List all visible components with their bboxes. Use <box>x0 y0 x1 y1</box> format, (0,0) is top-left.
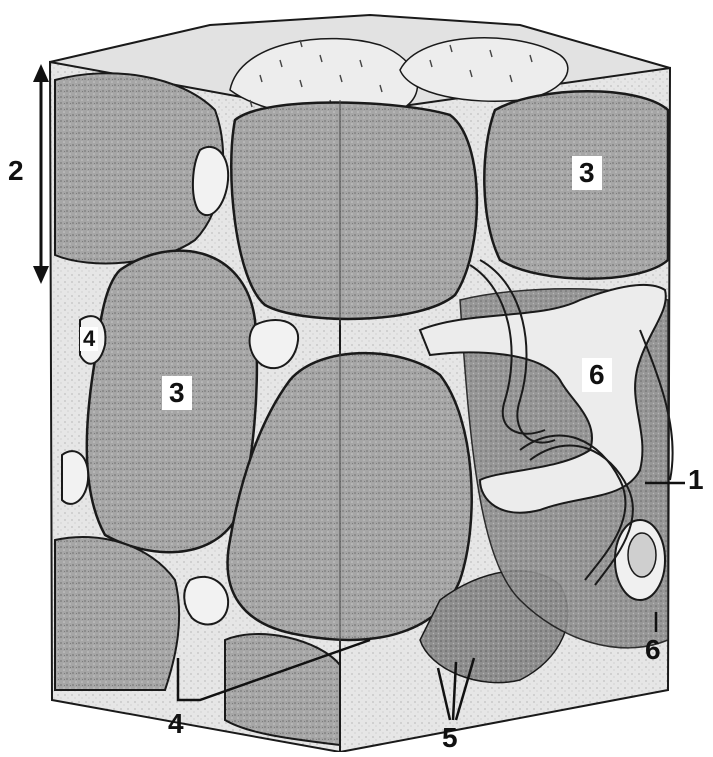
fiber-upper-center <box>231 103 477 319</box>
label-4-capillary: 4 <box>80 327 98 351</box>
vessel-lumen <box>628 533 656 577</box>
label-6-bottom: 6 <box>645 636 661 664</box>
label-5: 5 <box>442 724 458 752</box>
label-3-left-fiber: 3 <box>162 376 192 410</box>
label-1: 1 <box>688 466 704 494</box>
label-3-upper-right-fiber: 3 <box>572 156 602 190</box>
label-6-vessel: 6 <box>582 358 612 392</box>
fiber-diameter-arrow <box>33 64 49 284</box>
label-2: 2 <box>8 157 24 185</box>
fiber-bottom-center <box>225 634 340 745</box>
label-4-bottom: 4 <box>168 710 184 738</box>
